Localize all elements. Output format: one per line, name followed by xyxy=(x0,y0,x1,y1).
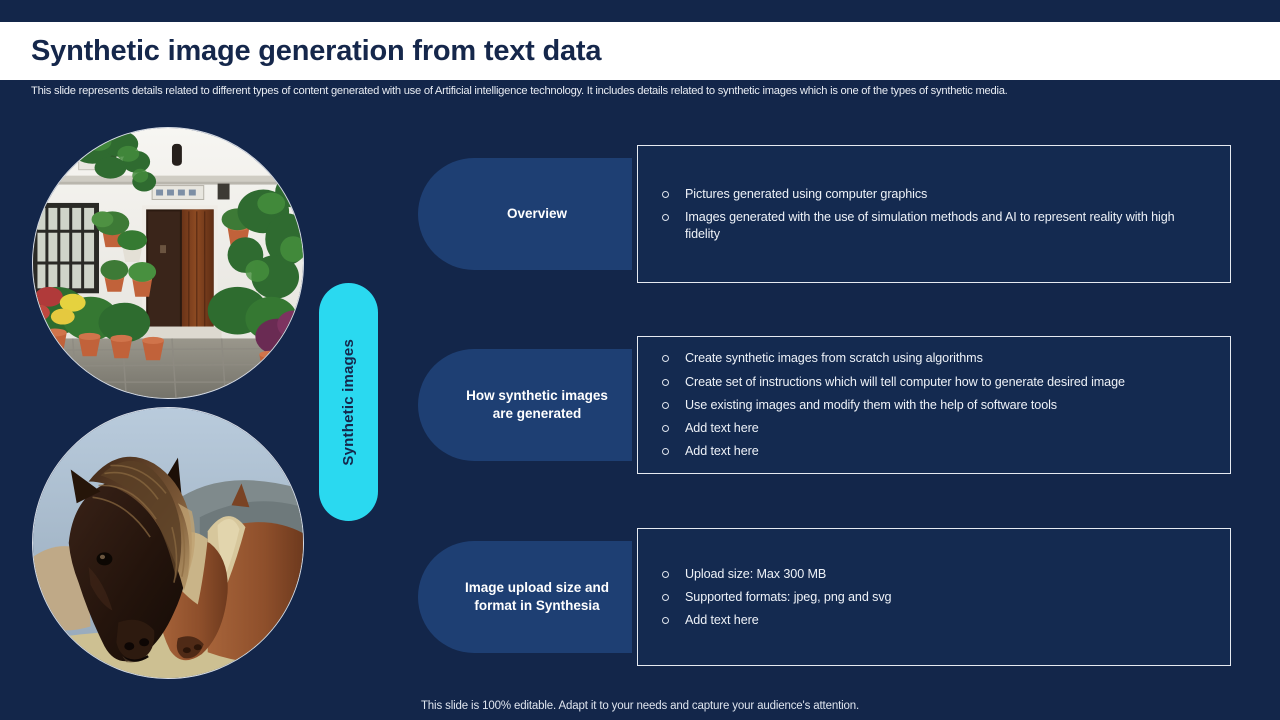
list-item: Supported formats: jpeg, png and svg xyxy=(662,585,1206,608)
circle-bullet-icon xyxy=(662,401,669,409)
list-item: Add text here xyxy=(662,609,1206,632)
category-pill-overview-label: Overview xyxy=(506,206,568,222)
category-pill-how-generated[interactable]: How synthetic images are generated xyxy=(418,349,632,461)
list-item: Use existing images and modify them with… xyxy=(662,393,1206,416)
page-title: Synthetic image generation from text dat… xyxy=(31,34,602,67)
category-pill-upload-size-format[interactable]: Image upload size and format in Synthesi… xyxy=(418,541,632,653)
list-item: Add text here xyxy=(662,417,1206,440)
bullet-text: Add text here xyxy=(685,612,759,627)
bullet-text: Add text here xyxy=(685,420,759,435)
circle-bullet-icon xyxy=(662,190,669,198)
row-how-generated: How synthetic images are generated Creat… xyxy=(0,336,1280,474)
bullet-list-overview: Pictures generated using computer graphi… xyxy=(662,183,1206,246)
bullet-list-how-generated: Create synthetic images from scratch usi… xyxy=(662,347,1206,463)
circle-bullet-icon xyxy=(662,355,669,363)
circle-bullet-icon xyxy=(662,570,669,578)
synthetic-images-pill[interactable]: Synthetic images xyxy=(319,283,378,521)
bullet-text: Create synthetic images from scratch usi… xyxy=(685,351,983,366)
slide-subtitle: This slide represents details related to… xyxy=(31,85,1008,97)
bullet-text: Supported formats: jpeg, png and svg xyxy=(685,589,892,604)
list-item: Upload size: Max 300 MB xyxy=(662,562,1206,585)
bullet-list-upload-size-format: Upload size: Max 300 MB Supported format… xyxy=(662,562,1206,631)
list-item: Create set of instructions which will te… xyxy=(662,370,1206,393)
list-item: Create synthetic images from scratch usi… xyxy=(662,347,1206,370)
bullet-text: Use existing images and modify them with… xyxy=(685,397,1057,412)
circle-bullet-icon xyxy=(662,616,669,624)
circle-bullet-icon xyxy=(662,424,669,432)
row-upload-size-format: Image upload size and format in Synthesi… xyxy=(0,528,1280,666)
category-pill-overview[interactable]: Overview xyxy=(418,158,632,270)
bullet-text: Images generated with the use of simulat… xyxy=(685,209,1175,241)
bullet-text: Add text here xyxy=(685,443,759,458)
top-strip xyxy=(0,0,1280,22)
title-band: Synthetic image generation from text dat… xyxy=(0,22,1280,80)
bullet-text: Create set of instructions which will te… xyxy=(685,374,1125,389)
list-item: Add text here xyxy=(662,440,1206,463)
category-pill-upload-size-format-label: Image upload size and format in Synthesi… xyxy=(464,580,610,613)
bullet-text: Upload size: Max 300 MB xyxy=(685,566,827,581)
row-overview: Overview Pictures generated using comput… xyxy=(0,145,1280,283)
list-item: Images generated with the use of simulat… xyxy=(662,206,1206,246)
circle-bullet-icon xyxy=(662,378,669,386)
list-item: Pictures generated using computer graphi… xyxy=(662,183,1206,206)
circle-bullet-icon xyxy=(662,447,669,455)
bullet-text: Pictures generated using computer graphi… xyxy=(685,186,928,201)
category-pill-how-generated-label: How synthetic images are generated xyxy=(466,388,608,421)
content-box-how-generated: Create synthetic images from scratch usi… xyxy=(637,336,1231,474)
circle-bullet-icon xyxy=(662,593,669,601)
circle-bullet-icon xyxy=(662,213,669,221)
content-box-upload-size-format: Upload size: Max 300 MB Supported format… xyxy=(637,528,1231,666)
content-box-overview: Pictures generated using computer graphi… xyxy=(637,145,1231,283)
footer-note: This slide is 100% editable. Adapt it to… xyxy=(420,700,860,712)
